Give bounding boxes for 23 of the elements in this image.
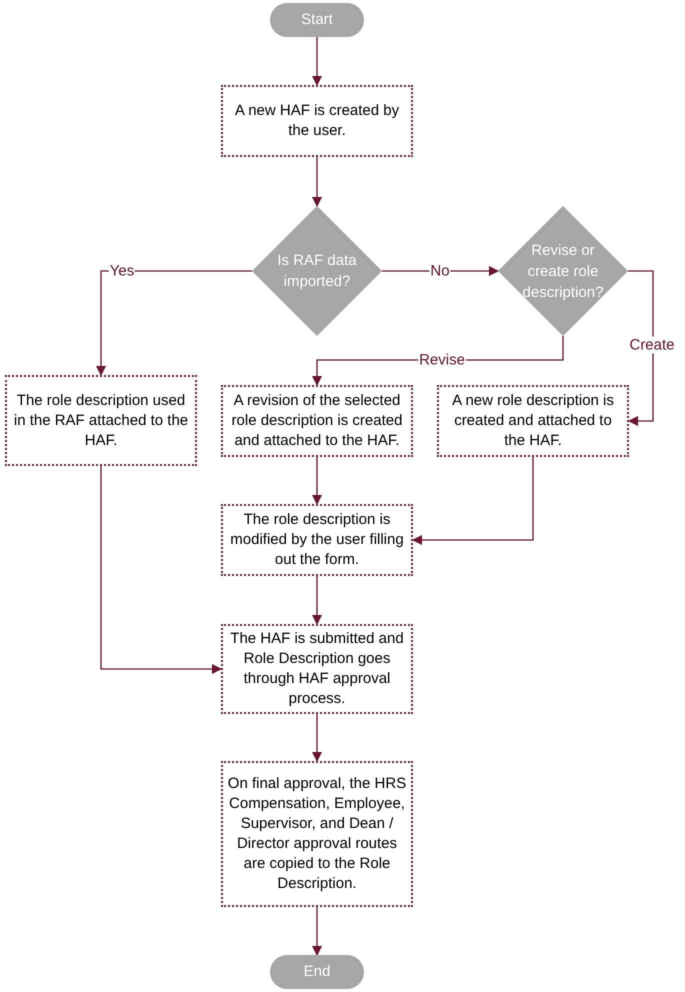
terminator-pill: Start xyxy=(270,3,364,37)
process-box: The HAF is submitted and Role Description goes through HAF approval process. xyxy=(221,624,413,714)
arrow xyxy=(312,157,322,207)
arrow xyxy=(312,714,322,762)
process-box: The role description is modified by the user filling out the form. xyxy=(221,504,413,576)
decision-diamond: Is RAF data imported? xyxy=(252,206,382,336)
arrow xyxy=(312,457,322,505)
arrow xyxy=(628,270,654,426)
process-box: The role description used in the RAF attached to the HAF. xyxy=(5,375,197,466)
arrow xyxy=(382,266,499,276)
process-box: A new role description is created and attached to the HAF. xyxy=(437,385,629,457)
process-box: On final approval, the HRS Compensation, Employee, Supervisor, and Dean / Director approval routes are copied to the Role Description. xyxy=(221,761,413,907)
decision-diamond: Revise or create role description? xyxy=(498,206,628,336)
arrow xyxy=(312,37,322,86)
terminator-pill: End xyxy=(270,955,364,989)
edge-label: Create xyxy=(628,336,676,354)
process-box: A revision of the selected role description is created and attached to the HAF. xyxy=(221,385,413,457)
process-box: A new HAF is created by the user. xyxy=(221,85,413,157)
arrow xyxy=(312,576,322,625)
arrow xyxy=(96,270,252,376)
arrow xyxy=(100,466,222,674)
arrow xyxy=(312,907,322,956)
arrow xyxy=(412,457,534,545)
